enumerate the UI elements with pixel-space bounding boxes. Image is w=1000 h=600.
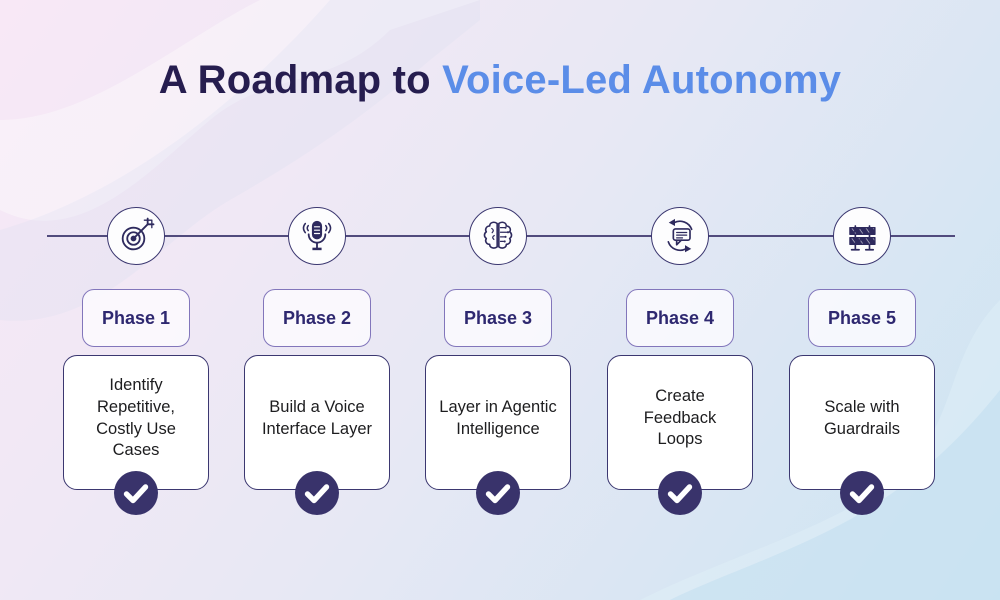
phase-4-card: Create Feedback Loops [607, 355, 753, 490]
phase-3-card: Layer in Agentic Intelligence [425, 355, 571, 490]
phase-2-icon-circle [288, 207, 346, 265]
phase-2-text: Build a Voice Interface Layer [261, 397, 373, 438]
phase-2-badge: Phase 2 [263, 289, 371, 347]
barrier-icon [849, 225, 876, 251]
phase-1-text: Identify Repetitive, Costly Use Cases [96, 375, 176, 460]
phase-1-check-icon [114, 471, 158, 515]
phase-5-check-icon [840, 471, 884, 515]
phase-3-label: Phase 3 [463, 307, 533, 328]
brain-ai-icon [483, 221, 513, 249]
microphone-icon [302, 220, 332, 251]
phase-5-text: Scale with Guardrails [823, 397, 901, 438]
phase-3-badge: Phase 3 [444, 289, 552, 347]
page-title: A Roadmap to Voice-Led Autonomy [0, 58, 1000, 103]
feedback-loop-icon [667, 218, 693, 253]
phase-4-check-icon [658, 471, 702, 515]
phase-2-label: Phase 2 [282, 307, 352, 328]
phase-4-icon-circle [651, 207, 709, 265]
phase-1-card: Identify Repetitive, Costly Use Cases [63, 355, 209, 490]
phase-4-label: Phase 4 [645, 307, 715, 328]
phase-5-badge: Phase 5 [808, 289, 916, 347]
phase-2-card: Build a Voice Interface Layer [244, 355, 390, 490]
phase-1-label: Phase 1 [101, 307, 171, 328]
page-title-prefix: A Roadmap to [158, 58, 443, 102]
phase-1-badge: Phase 1 [82, 289, 190, 347]
phase-4-badge: Phase 4 [626, 289, 734, 347]
phase-3-check-icon [476, 471, 520, 515]
target-dart-icon [121, 217, 155, 251]
phase-4-text: Create Feedback Loops [643, 386, 717, 449]
phase-2-check-icon [295, 471, 339, 515]
phase-5-label: Phase 5 [827, 307, 897, 328]
phase-1-icon-circle [107, 207, 165, 265]
phase-3-text: Layer in Agentic Intelligence [439, 397, 557, 438]
page-title-highlight: Voice-Led Autonomy [442, 58, 842, 102]
phase-5-card: Scale with Guardrails [789, 355, 935, 490]
phase-5-icon-circle [833, 207, 891, 265]
background-wave-top-left [0, 0, 480, 321]
phase-3-icon-circle [469, 207, 527, 265]
